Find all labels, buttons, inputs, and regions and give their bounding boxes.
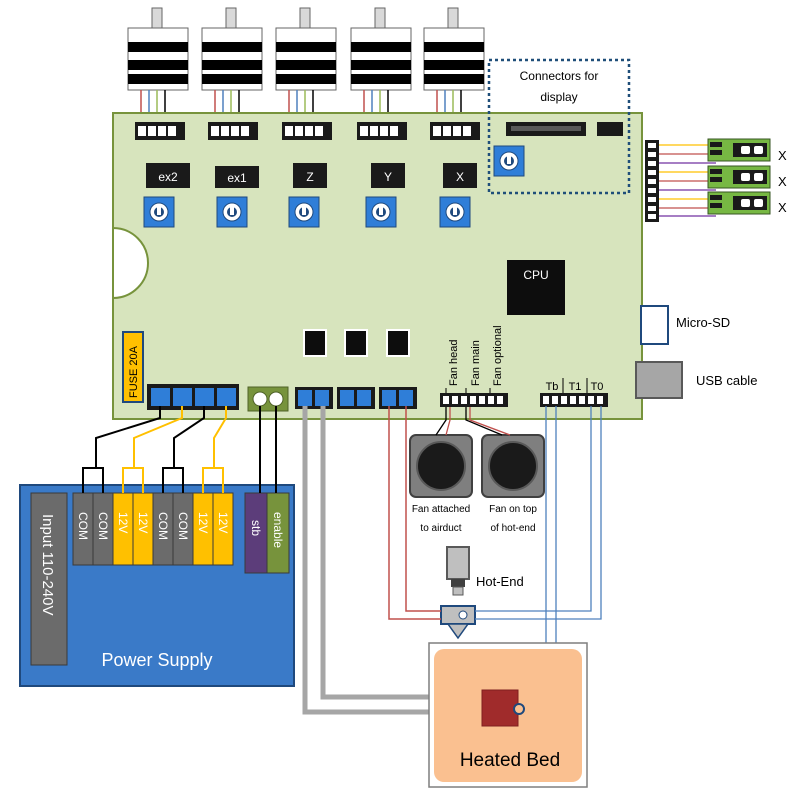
endstop-switches: X X X (707, 138, 787, 215)
hotend-label: Hot-End (476, 574, 524, 589)
fan-header-label-optional: Fan optional (492, 325, 504, 386)
pot-ex2 (143, 196, 175, 228)
fan-header-label-main: Fan main (470, 340, 482, 386)
endstop-switch-1 (707, 138, 771, 162)
psu-control-block: stb enable (244, 492, 290, 574)
fuse: FUSE 20A (122, 331, 144, 403)
fan-hotend: Fan on top of hot-end (481, 434, 545, 534)
psu-stb-label: stb (249, 520, 263, 536)
driver-label-x: X (456, 170, 464, 184)
bed-label: Heated Bed (460, 750, 560, 771)
usb-port: USB cable (635, 361, 757, 399)
display-connectors-box (487, 58, 631, 195)
endstop-label-3: X (778, 200, 787, 215)
hotend: Hot-End (440, 546, 524, 640)
stepper-header-y (357, 122, 407, 140)
stepper-motor-z (275, 7, 337, 91)
psu-terminal-2: COM (96, 512, 110, 540)
psu-control-terminal (247, 386, 289, 412)
cpu-chip: CPU (507, 260, 565, 315)
psu-terminal-8: 12V (216, 512, 230, 533)
stepper-motors (127, 7, 485, 91)
pot-z (288, 196, 320, 228)
usb-label: USB cable (696, 373, 757, 388)
thermistor-label-tb: Tb (546, 381, 559, 393)
psu-terminal-1: COM (76, 512, 90, 540)
pot-x (439, 196, 471, 228)
fan-hotend-caption-line2: of hot-end (490, 523, 535, 534)
endstop-header (645, 140, 659, 222)
fan-airduct-caption-line2: to airduct (420, 523, 461, 534)
mosfet-1 (303, 329, 327, 357)
stepper-motor-y (350, 7, 412, 91)
driver-label-z: Z (306, 170, 313, 184)
display-connectors-label-line2: display (540, 90, 577, 104)
bed-thermistor (513, 703, 525, 715)
stepper-header-ex2 (135, 122, 185, 140)
stepper-header-ex1 (208, 122, 258, 140)
pot-display (493, 145, 525, 177)
thermistor-label-t0: T0 (591, 381, 604, 393)
output-terminals (295, 387, 417, 409)
hotend-heater-wires (388, 406, 441, 620)
bed-heater-pad (481, 689, 519, 727)
heated-bed: Heated Bed (428, 642, 588, 788)
mosfet-3 (386, 329, 410, 357)
psu-wires (82, 406, 277, 493)
driver-label-ex1: ex1 (227, 171, 247, 185)
psu-terminal-5: COM (156, 512, 170, 540)
psu-terminals: COM COM 12V 12V COM COM 12V 12V (72, 492, 234, 566)
psu-terminal-7: 12V (196, 512, 210, 533)
endstop-label-2: X (778, 174, 787, 189)
stepper-headers (135, 122, 480, 140)
psu-input-block (30, 492, 68, 666)
cpu-label: CPU (523, 268, 548, 282)
fan-header-label-head: Fan head (448, 340, 460, 386)
pot-ex1 (216, 196, 248, 228)
potentiometers (143, 196, 471, 228)
stepper-motor-ex1 (201, 7, 263, 91)
driver-label-y: Y (384, 170, 392, 184)
power-supply: Input 110-240V Power Supply COM COM 12V … (19, 484, 295, 687)
endstop-label-1: X (778, 148, 787, 163)
display-connectors: Connectors for display (487, 58, 631, 195)
fans: Fan attached to airduct Fan on top of ho… (409, 434, 545, 534)
psu-input-label: Input 110-240V (39, 514, 56, 615)
fan-airduct-caption-line1: Fan attached (412, 504, 470, 515)
thermistor-headers: Tb T1 T0 (540, 378, 608, 407)
thermistor-label-t1: T1 (569, 381, 582, 393)
fuse-label: FUSE 20A (128, 345, 140, 398)
display-connectors-label-line1: Connectors for (520, 69, 599, 83)
fan-headers: Fan head Fan main Fan optional (440, 325, 508, 407)
psu-enable-label: enable (271, 512, 285, 548)
stepper-motor-ex2 (127, 7, 189, 91)
micro-sd-slot: Micro-SD (640, 305, 730, 345)
power-input-terminal (147, 384, 239, 410)
psu-title: Power Supply (101, 650, 212, 670)
display-small-connector (597, 122, 623, 136)
fan-airduct: Fan attached to airduct (409, 434, 473, 534)
board-cutout (112, 226, 149, 300)
driver-labels: ex2 ex1 Z Y X (146, 163, 477, 188)
fan-hotend-caption-line1: Fan on top (489, 504, 537, 515)
driver-label-ex2: ex2 (158, 170, 178, 184)
psu-terminal-4: 12V (136, 512, 150, 533)
mosfets (303, 329, 410, 357)
stepper-motor-x (423, 7, 485, 91)
endstop-switch-2 (707, 165, 771, 189)
endstop-wires (659, 144, 716, 217)
stepper-header-x (430, 122, 480, 140)
mosfet-2 (344, 329, 368, 357)
micro-sd-label: Micro-SD (676, 315, 730, 330)
fan-wires (435, 407, 511, 436)
psu-terminal-3: 12V (116, 512, 130, 533)
endstop-switch-3 (707, 191, 771, 215)
pot-y (365, 196, 397, 228)
stepper-header-z (282, 122, 332, 140)
psu-terminal-6: COM (176, 512, 190, 540)
